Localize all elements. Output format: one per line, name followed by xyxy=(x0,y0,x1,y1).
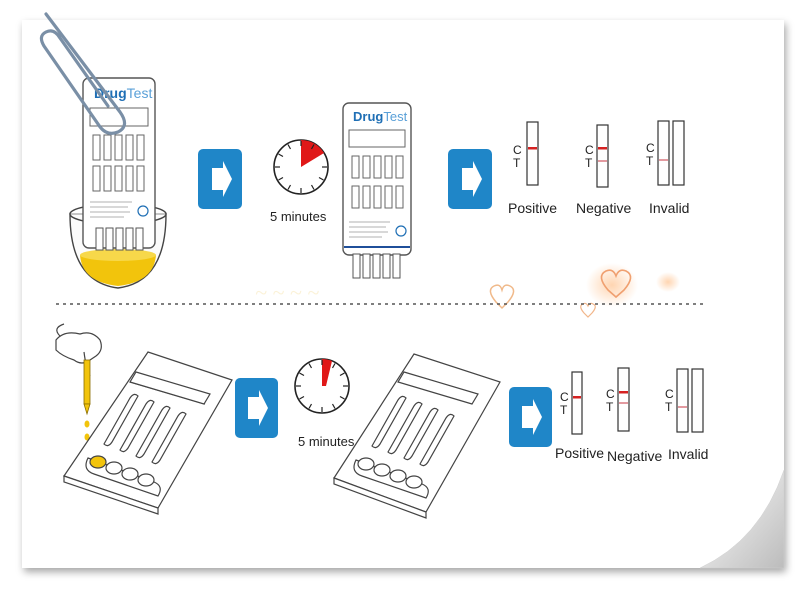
result-strip-positive: C T xyxy=(560,371,583,435)
page-curl xyxy=(699,469,785,569)
heart-icon xyxy=(489,284,515,310)
decorative-watermark: ~ ~ ~ ~ xyxy=(255,280,319,305)
timer-label: 5 minutes xyxy=(270,209,327,224)
drop-test-card-result xyxy=(333,353,501,519)
control-line-label: C xyxy=(665,387,674,401)
heart-icon xyxy=(580,302,596,318)
negative-label: Negative xyxy=(607,448,662,464)
decorative-glow xyxy=(586,263,638,307)
invalid-label: Invalid xyxy=(668,446,708,462)
test-line-label: T xyxy=(585,156,593,170)
result-strip-negative: C T xyxy=(585,124,609,188)
result-strip-positive: C T xyxy=(513,121,539,186)
result-strip-invalid: C T xyxy=(646,120,685,186)
timer-label: 5 minutes xyxy=(298,434,355,449)
test-line-label: T xyxy=(646,154,654,168)
control-line-label: C xyxy=(560,390,569,404)
control-line-label: C xyxy=(513,143,522,157)
positive-label: Positive xyxy=(555,445,604,461)
invalid-label: Invalid xyxy=(649,200,689,216)
result-strip-negative: C T xyxy=(606,367,630,432)
test-line-label: T xyxy=(606,400,614,414)
brand-label: DrugTest xyxy=(353,109,408,124)
test-line-label: T xyxy=(665,400,673,414)
negative-label: Negative xyxy=(576,200,631,216)
decorative-glow xyxy=(656,272,680,292)
dip-test-cassette: DrugTest xyxy=(82,77,156,251)
next-step-arrow xyxy=(448,149,492,209)
heart-icon xyxy=(600,269,632,299)
timer-clock-icon xyxy=(294,358,350,414)
next-step-arrow xyxy=(198,149,242,209)
test-line-label: T xyxy=(513,156,521,170)
dip-test-cassette-result: DrugTest xyxy=(342,102,412,279)
control-line-label: C xyxy=(646,141,655,155)
control-line-label: C xyxy=(585,143,594,157)
positive-label: Positive xyxy=(508,200,557,216)
drop-test-card xyxy=(63,351,233,515)
next-step-arrow xyxy=(235,378,278,438)
result-strip-invalid: C T xyxy=(665,368,704,433)
timer-clock-icon xyxy=(273,139,329,195)
test-line-label: T xyxy=(560,403,568,417)
next-step-arrow xyxy=(509,387,552,447)
paperclip-icon xyxy=(39,12,127,135)
control-line-label: C xyxy=(606,387,615,401)
